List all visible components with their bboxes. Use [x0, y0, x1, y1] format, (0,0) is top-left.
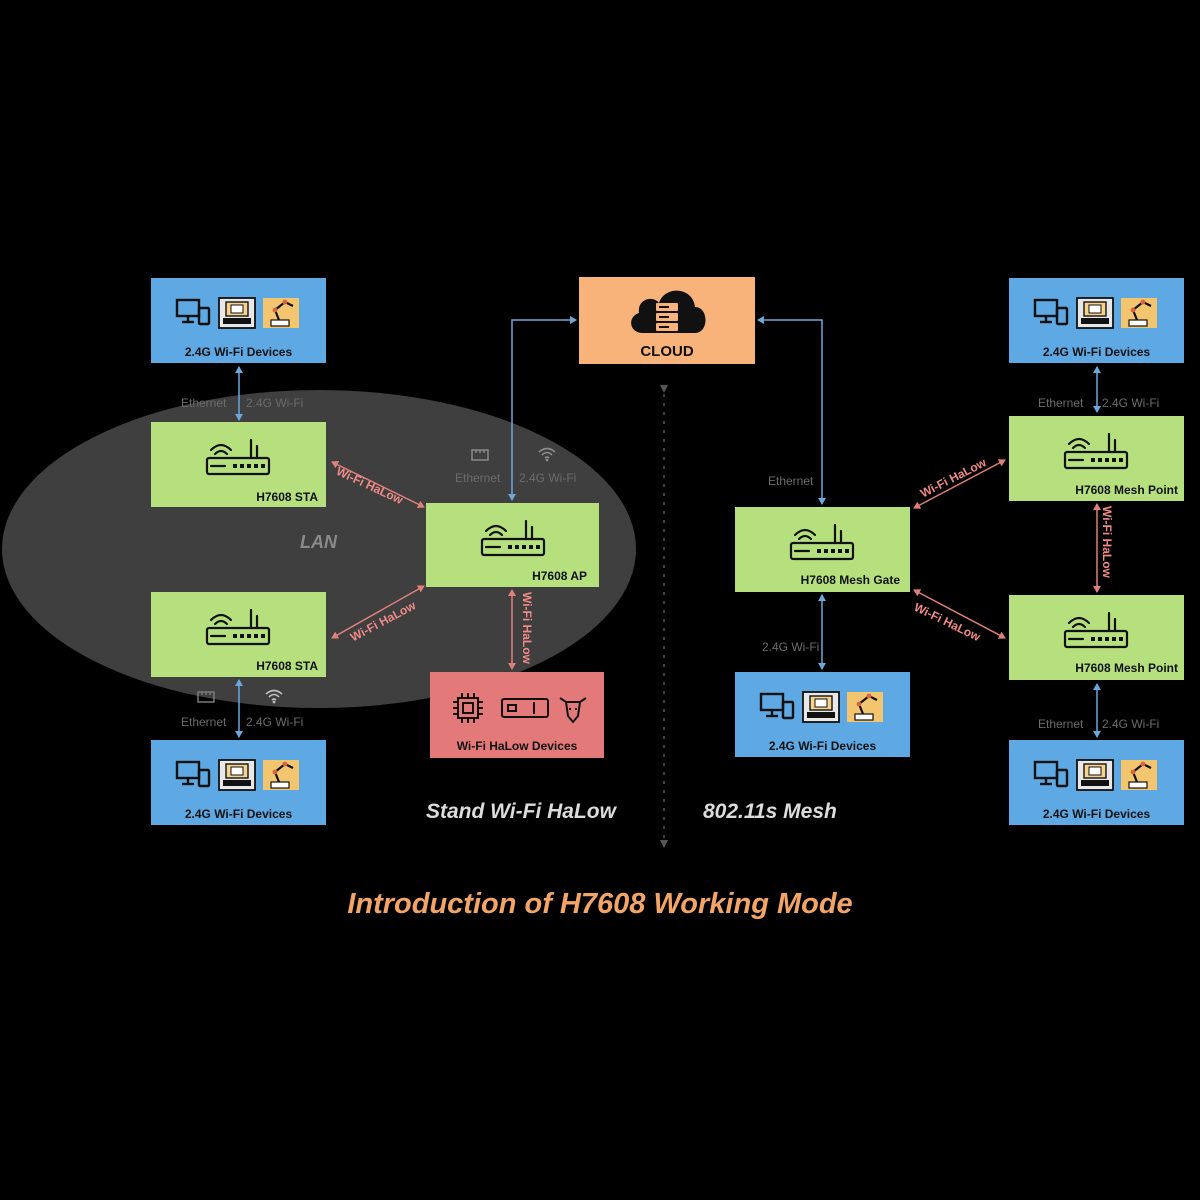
router-icon: [1063, 611, 1129, 649]
monitor-phone-icon: [1033, 760, 1069, 788]
wifi24-label: 2.4G Wi-Fi: [762, 640, 820, 654]
sta-top-box: H7608 STA: [151, 422, 326, 507]
ethernet-label: Ethernet: [768, 474, 814, 488]
right-top-devices-box: 2.4G Wi-Fi Devices: [1009, 278, 1184, 363]
ethernet-label: Ethernet: [1038, 396, 1084, 410]
mesh-point-top-box: H7608 Mesh Point: [1009, 416, 1184, 501]
machine-icon: [1076, 297, 1114, 329]
wifi-icon: [265, 689, 283, 704]
chip-icon: [453, 693, 483, 723]
device-icons: [175, 758, 303, 797]
cloud-server-icon: [631, 290, 706, 333]
sta-top-label: H7608 STA: [256, 490, 318, 504]
wifi24-label: 2.4G Wi-Fi: [1102, 396, 1160, 410]
cloud-label: CLOUD: [640, 343, 694, 360]
right-bottom-devices-box: 2.4G Wi-Fi Devices: [1009, 740, 1184, 825]
sta-bottom-label: H7608 STA: [256, 659, 318, 673]
halow-devices-box: Wi-Fi HaLow Devices: [430, 672, 604, 758]
gate-devices-box: 2.4G Wi-Fi Devices: [735, 672, 910, 757]
right-top-devices-label: 2.4G Wi-Fi Devices: [1042, 345, 1151, 359]
halow-link-gate-point-top: [913, 459, 1006, 509]
router-icon: [205, 438, 271, 476]
sensor-icon: [501, 698, 549, 718]
monitor-phone-icon: [175, 760, 211, 788]
mesh-point-bottom-box: H7608 Mesh Point: [1009, 595, 1184, 680]
link-gate-cloud: [757, 316, 826, 505]
ethernet-label: Ethernet: [181, 715, 227, 729]
left-top-devices-box: 2.4G Wi-Fi Devices: [151, 278, 326, 363]
right-bottom-devices-label: 2.4G Wi-Fi Devices: [1042, 807, 1151, 821]
ethernet-label: Ethernet: [455, 471, 501, 485]
ethernet-port-icon: [197, 691, 215, 703]
halow-label: Wi-Fi HaLow: [1100, 506, 1114, 578]
left-bottom-devices-label: 2.4G Wi-Fi Devices: [184, 807, 293, 821]
gate-devices-label: 2.4G Wi-Fi Devices: [768, 739, 877, 753]
monitor-phone-icon: [1033, 298, 1069, 326]
cattle-icon: [559, 697, 587, 724]
mesh-point-bottom-label: H7608 Mesh Point: [1075, 661, 1178, 675]
machine-icon: [218, 297, 256, 329]
main-title: Introduction of H7608 Working Mode: [347, 888, 853, 920]
cloud-box: CLOUD: [579, 277, 755, 364]
left-bottom-devices-box: 2.4G Wi-Fi Devices: [151, 740, 326, 825]
machine-icon: [802, 691, 840, 723]
section-title-standard: Stand Wi-Fi HaLow: [426, 800, 616, 823]
wifi24-label: 2.4G Wi-Fi: [246, 715, 304, 729]
robot-arm-icon: [1121, 298, 1157, 328]
robot-arm-icon: [1121, 760, 1157, 790]
halow-link-sta-top-ap: [331, 461, 425, 508]
wifi24-label: 2.4G Wi-Fi: [1102, 717, 1160, 731]
robot-arm-icon: [847, 692, 883, 722]
monitor-phone-icon: [759, 692, 795, 720]
link-ap-cloud: [508, 316, 577, 501]
wifi24-label: 2.4G Wi-Fi: [246, 396, 304, 410]
machine-icon: [218, 759, 256, 791]
wifi24-label: 2.4G Wi-Fi: [519, 471, 577, 485]
ap-label: H7608 AP: [532, 569, 587, 583]
mesh-gate-label: H7608 Mesh Gate: [800, 573, 900, 587]
halow-devices-label: Wi-Fi HaLow Devices: [456, 739, 578, 753]
robot-arm-icon: [263, 298, 299, 328]
sta-bottom-box: H7608 STA: [151, 592, 326, 677]
ethernet-label: Ethernet: [181, 396, 227, 410]
device-icons: [1033, 758, 1161, 797]
robot-arm-icon: [263, 760, 299, 790]
router-icon: [789, 523, 855, 561]
mesh-point-top-label: H7608 Mesh Point: [1075, 483, 1178, 497]
halow-device-icons: [453, 693, 587, 724]
mesh-gate-box: H7608 Mesh Gate: [735, 507, 910, 592]
device-icons: [1033, 296, 1161, 335]
ap-box: H7608 AP: [426, 503, 599, 587]
halow-link-sta-bottom-ap: [331, 585, 425, 639]
halow-link-gate-point-bottom: [913, 589, 1006, 639]
router-icon: [480, 519, 546, 557]
wifi-icon: [538, 447, 556, 462]
left-top-devices-label: 2.4G Wi-Fi Devices: [184, 345, 293, 359]
monitor-phone-icon: [175, 298, 211, 326]
machine-icon: [1076, 759, 1114, 791]
halow-label: Wi-Fi HaLow: [520, 592, 534, 664]
device-icons: [175, 296, 303, 335]
device-icons: [759, 690, 887, 729]
router-icon: [1063, 432, 1129, 470]
router-icon: [205, 608, 271, 646]
ethernet-port-icon: [471, 449, 489, 461]
ethernet-label: Ethernet: [1038, 717, 1084, 731]
section-title-mesh: 802.11s Mesh: [703, 800, 837, 823]
lan-label: LAN: [300, 532, 337, 552]
